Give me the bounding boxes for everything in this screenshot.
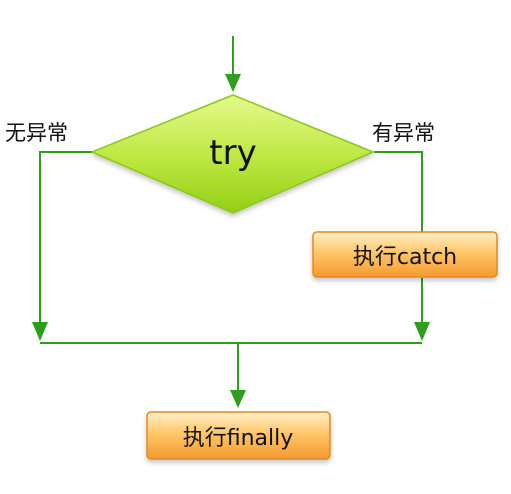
- try-decision: [91, 94, 374, 214]
- connector-lines: [39, 36, 423, 396]
- right-arrow-icon: [414, 322, 430, 341]
- arrowheads: [32, 74, 430, 408]
- catch-label: 执行catch: [353, 245, 457, 270]
- right-branch-line: [374, 151, 423, 232]
- no-exception-label: 无异常: [5, 121, 68, 145]
- finally-label: 执行finally: [183, 426, 294, 451]
- entry-arrow-icon: [225, 74, 241, 92]
- finally-box-shape: [146, 411, 331, 460]
- has-exception-label: 有异常: [372, 121, 435, 145]
- try-label: try: [209, 133, 256, 173]
- catch-box-shape: [312, 231, 498, 278]
- catch-box: [312, 231, 498, 278]
- finally-box: [146, 411, 331, 460]
- left-arrow-icon: [32, 322, 48, 341]
- finally-arrow-icon: [230, 390, 246, 408]
- left-branch-line: [39, 151, 92, 328]
- try-diamond-shape: [91, 94, 374, 214]
